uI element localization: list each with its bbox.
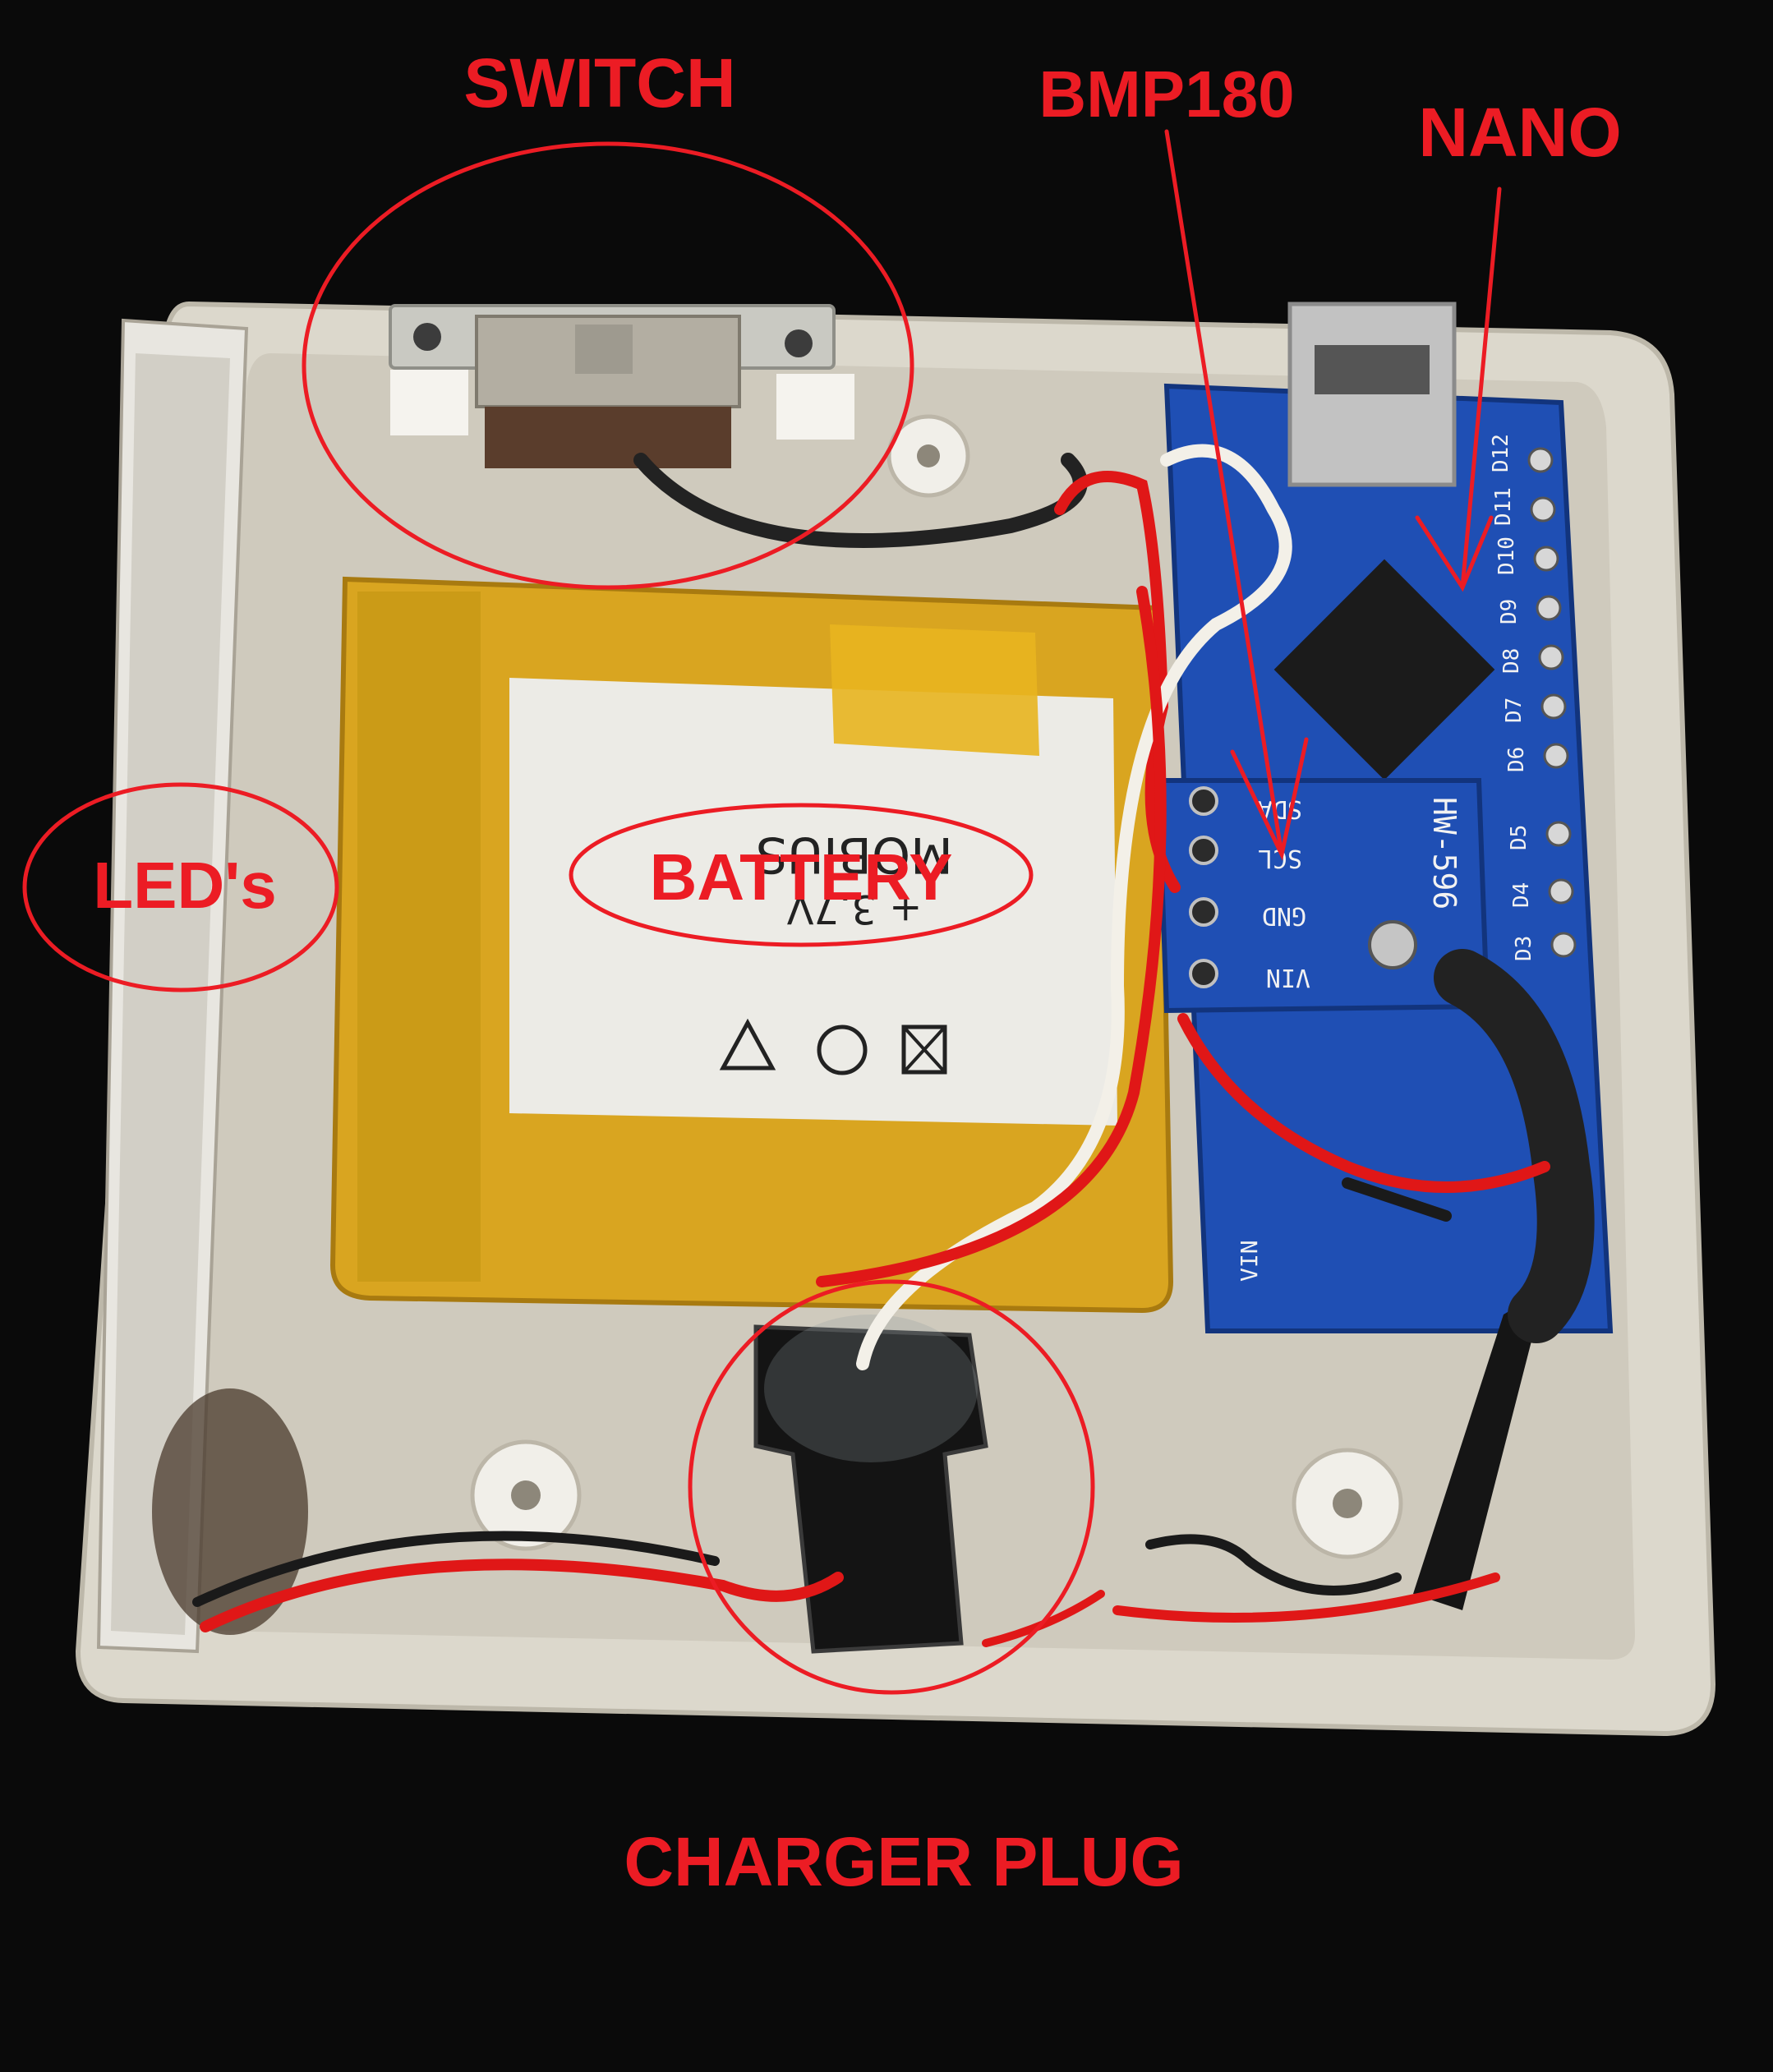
switch-annotation: SWITCH xyxy=(463,44,735,122)
svg-text:D5: D5 xyxy=(1507,825,1531,850)
switch-slider xyxy=(575,325,633,374)
svg-text:GND: GND xyxy=(1262,901,1306,930)
switch-clip xyxy=(776,374,854,440)
switch-mount-hole xyxy=(413,323,441,351)
svg-text:D9: D9 xyxy=(1497,599,1522,624)
svg-text:D4: D4 xyxy=(1509,882,1534,908)
svg-text:+ 3.7V: + 3.7V xyxy=(787,886,923,932)
svg-text:D6: D6 xyxy=(1504,747,1529,772)
svg-text:D7: D7 xyxy=(1502,698,1527,723)
warning-triangle-icon xyxy=(719,1018,776,1071)
screw-hole xyxy=(511,1480,541,1510)
svg-text:D10: D10 xyxy=(1494,536,1519,575)
leds-outline xyxy=(22,782,339,992)
switch-mount-hole xyxy=(785,329,813,357)
usb-port xyxy=(1315,345,1430,394)
recycle-icon xyxy=(817,1024,868,1075)
battery-label xyxy=(509,678,1117,1126)
svg-text:VIN: VIN xyxy=(1266,963,1310,992)
battery-print: + 3.7V MOBIUS xyxy=(756,826,953,932)
svg-text:MOBIUS: MOBIUS xyxy=(756,826,953,883)
sensor-pin-holes xyxy=(1189,786,1218,988)
svg-text:D11: D11 xyxy=(1491,487,1516,526)
bmp180-arrow-head xyxy=(1230,737,1309,861)
sensor-chip xyxy=(1368,920,1417,969)
battery-annotation: BATTERY xyxy=(650,840,953,914)
nano-arrow xyxy=(1460,186,1502,590)
insulated-junction xyxy=(1434,949,1595,1343)
charger-socket xyxy=(753,1324,988,1654)
charger-plug-outline xyxy=(688,1279,1095,1695)
screw-hole xyxy=(917,444,940,467)
nano-annotation: NANO xyxy=(1418,94,1621,171)
svg-text:D12: D12 xyxy=(1489,434,1513,472)
bmp180-annotation: BMP180 xyxy=(1038,58,1294,131)
battery-side-label xyxy=(357,592,481,1282)
nano-pin-header xyxy=(1527,447,1577,958)
charger-plug-annotation: CHARGER PLUG xyxy=(624,1823,1183,1900)
led-strip-inner xyxy=(111,353,230,1635)
battery-warning-icons xyxy=(719,1018,947,1075)
nano-pin-labels: D12 D11 D10 D9 D8 D7 D6 D5 D4 D3 VIN xyxy=(1236,434,1536,1282)
sensor-model-label: HW-596 xyxy=(1426,797,1462,909)
bin-crossed-icon xyxy=(901,1024,947,1075)
tape-piece xyxy=(830,624,1039,756)
svg-text:D8: D8 xyxy=(1499,648,1524,674)
battery-outline xyxy=(569,803,1034,947)
screw-hole xyxy=(1333,1489,1362,1518)
bin-cross xyxy=(902,1025,946,1074)
switch-base xyxy=(485,407,731,468)
svg-text:VIN: VIN xyxy=(1236,1240,1263,1282)
shrink-tube xyxy=(1413,1290,1545,1610)
svg-text:D3: D3 xyxy=(1512,936,1536,961)
bmp180-arrow xyxy=(1164,129,1284,857)
annotation-outlines xyxy=(22,141,1095,1695)
switch-clip xyxy=(390,370,468,435)
wiring xyxy=(192,444,1550,1647)
switch-outline xyxy=(302,141,914,590)
leds-annotation: LED's xyxy=(93,849,277,922)
hot-glue xyxy=(764,1315,978,1462)
annotation-arrows xyxy=(1164,129,1502,861)
nano-arrow-head xyxy=(1415,515,1494,592)
